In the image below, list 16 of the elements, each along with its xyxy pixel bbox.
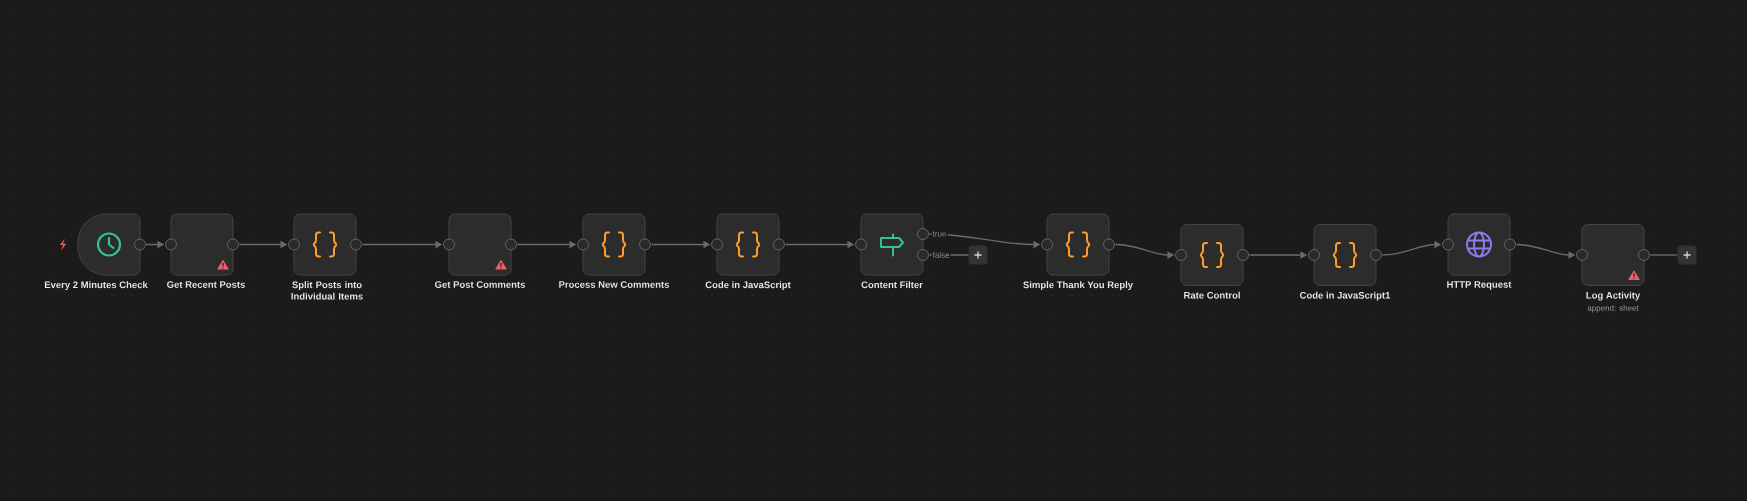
node-title: HTTP Request	[1447, 281, 1512, 290]
node-title: Rate Control	[1184, 291, 1240, 299]
node-subtitle: append: sheet	[1587, 305, 1639, 313]
node-title: Code in JavaScript1	[1300, 291, 1391, 301]
node-title: Code in JavaScript	[705, 281, 791, 291]
connector-line	[1649, 254, 1678, 256]
node-title: Get Recent Posts	[167, 281, 245, 288]
node-title: Get Post Comments	[435, 281, 525, 288]
edge-label: true	[931, 230, 948, 238]
node-title: Split Posts into Individual Items	[291, 281, 363, 300]
node-title: Simple Thank You Reply	[1023, 281, 1134, 291]
node-title: Log Activity	[1586, 291, 1641, 301]
node-title: Every 2 Minutes Check	[44, 281, 148, 291]
node-title: Content Filter	[861, 281, 923, 289]
node-title: Process New Comments	[559, 281, 670, 288]
edge-label: false	[931, 251, 951, 259]
